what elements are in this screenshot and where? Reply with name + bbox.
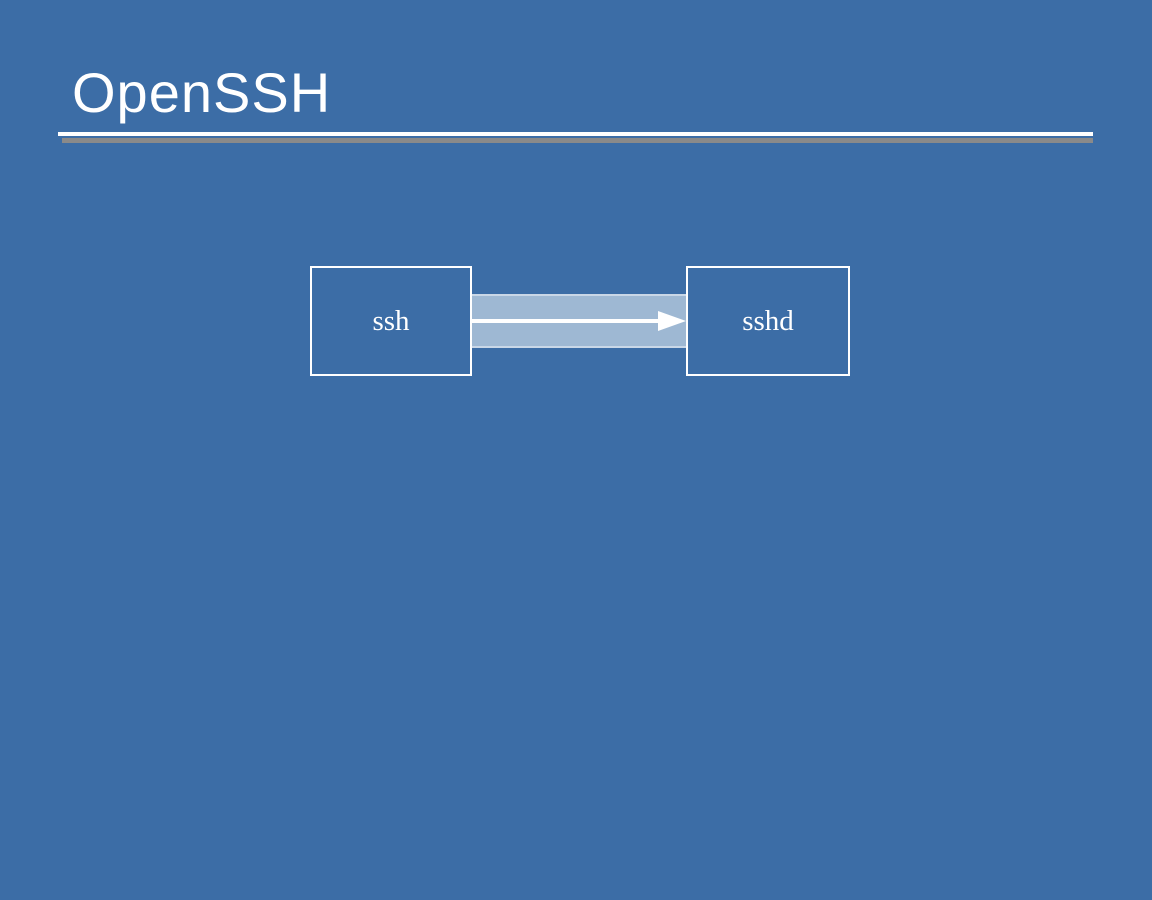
node-ssh-label: ssh <box>372 304 410 337</box>
node-sshd-label: sshd <box>742 304 794 337</box>
title-underline-shadow <box>62 138 1093 143</box>
title-underline <box>58 132 1093 136</box>
node-sshd-server: sshd <box>686 266 850 376</box>
connector-arrow-icon <box>472 311 686 331</box>
node-ssh-client: ssh <box>310 266 472 376</box>
page-title: OpenSSH <box>72 61 332 124</box>
